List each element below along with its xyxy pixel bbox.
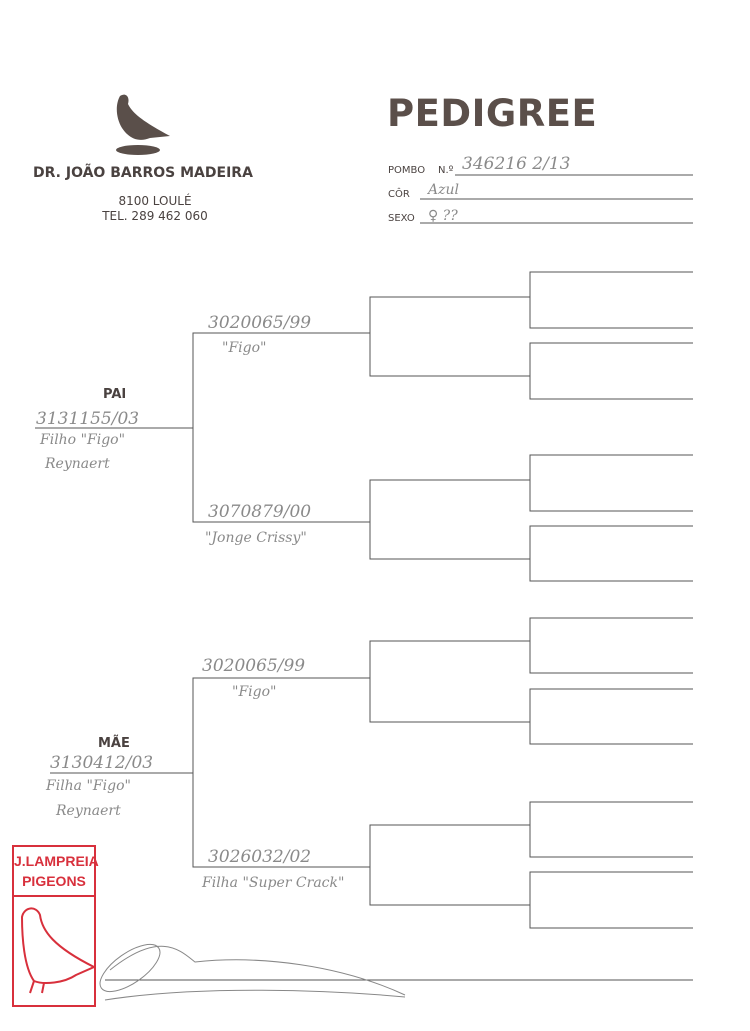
mae-sire-name: "Figo" bbox=[232, 684, 277, 700]
stamp-line1: J.LAMPREIA bbox=[14, 853, 99, 869]
numero-label: N.º bbox=[438, 165, 454, 176]
page-title: PEDIGREE bbox=[387, 92, 598, 135]
pigeon-logo bbox=[116, 94, 170, 155]
breeder-name: DR. JOÃO BARROS MADEIRA bbox=[33, 165, 253, 181]
pai-strain: Reynaert bbox=[45, 456, 110, 472]
breeder-city: 8100 LOULÉ bbox=[118, 194, 192, 208]
cor-value: Azul bbox=[428, 182, 459, 198]
mae-note: Filha "Figo" bbox=[46, 778, 131, 794]
pai-dam-name: "Jonge Crissy" bbox=[205, 530, 307, 546]
sexo-value: ♀ ?? bbox=[428, 208, 458, 224]
mae-sire-ring: 3020065/99 bbox=[202, 656, 306, 676]
breeder-phone: TEL. 289 462 060 bbox=[102, 209, 208, 223]
stamp-pigeon-icon bbox=[20, 907, 97, 994]
stamp-line2: PIGEONS bbox=[22, 873, 86, 889]
mae-dam-name: Filha "Super Crack" bbox=[202, 875, 345, 891]
pai-sire-ring: 3020065/99 bbox=[208, 313, 312, 333]
pai-dam-ring: 3070879/00 bbox=[208, 502, 312, 522]
pai-note: Filho "Figo" bbox=[40, 432, 126, 448]
pai-label: PAI bbox=[103, 387, 127, 402]
mae-label: MÃE bbox=[98, 736, 130, 751]
pombo-number: 346216 2/13 bbox=[462, 154, 571, 174]
pai-sire-name: "Figo" bbox=[222, 340, 267, 356]
signature bbox=[99, 943, 406, 1001]
sexo-label: SEXO bbox=[388, 213, 415, 224]
breeder-stamp: J.LAMPREIA PIGEONS bbox=[12, 845, 99, 1007]
mae-dam-ring: 3026032/02 bbox=[208, 847, 312, 867]
mae-strain: Reynaert bbox=[56, 803, 121, 819]
pai-ring: 3131155/03 bbox=[36, 409, 140, 429]
pombo-label: POMBO bbox=[388, 165, 426, 176]
mae-ring: 3130412/03 bbox=[50, 753, 154, 773]
cor-label: CÔR bbox=[388, 189, 410, 200]
